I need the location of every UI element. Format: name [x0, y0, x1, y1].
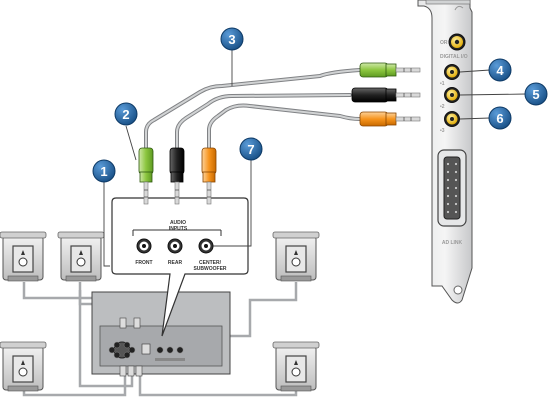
audio-input-jacks: AUDIO INPUTS FRONT REAR CENTER/ SUBWOOFE…	[132, 220, 227, 272]
center-subwoofer-label-line2: SUBWOOFER	[193, 266, 226, 272]
callout-number-2: 2	[122, 107, 129, 122]
callout-bubble-4: 4	[488, 58, 512, 82]
speaker-rear-right	[272, 341, 320, 392]
front-label: FRONT	[135, 260, 152, 266]
rear-jack	[167, 238, 183, 254]
callout-number-3: 3	[228, 32, 235, 47]
callout-bubble-7: 7	[239, 137, 263, 161]
callout-bubble-6: 6	[488, 106, 512, 130]
speaker-center-subwoofer	[57, 231, 105, 282]
rear-label: REAR	[168, 260, 183, 266]
number-leaders	[125, 50, 527, 161]
port-label-1: •1	[440, 81, 445, 87]
leader-lines	[103, 160, 252, 267]
ad-link-connector	[437, 149, 467, 227]
callout-number-1: 1	[100, 164, 107, 179]
audio-inputs-title-line2: INPUTS	[169, 226, 188, 232]
speaker-rear-left	[0, 341, 47, 392]
green-plug-card	[359, 62, 421, 78]
audio-inputs-callout	[111, 197, 249, 337]
line-out-jack-2	[444, 87, 460, 103]
front-jack	[136, 238, 152, 254]
callout-number-6: 6	[496, 111, 503, 126]
black-plug-card	[351, 87, 421, 103]
port-label-2: •2	[440, 104, 445, 110]
card-label-digital: DIGITAL I/O	[440, 54, 468, 60]
center-subwoofer-jack	[198, 238, 214, 254]
speaker-system-panel	[91, 291, 231, 377]
callout-bubble-1: 1	[92, 159, 116, 183]
speaker-front-right	[272, 231, 320, 282]
card-label-or: OR	[440, 40, 448, 46]
audio-inputs-title-line1: AUDIO	[170, 220, 186, 226]
line-out-jack-3	[444, 111, 460, 127]
port-label-3: •3	[440, 128, 445, 134]
line-out-jack-1	[444, 64, 460, 80]
callout-bubble-3: 3	[220, 27, 244, 51]
digital-io-jack	[448, 33, 466, 51]
callout-bubble-2: 2	[114, 102, 138, 126]
orange-plug-speaker	[201, 147, 217, 205]
audio-cable-bundle	[144, 68, 362, 150]
orange-plug-card	[359, 111, 421, 127]
callout-number-4: 4	[496, 63, 504, 78]
callout-bubble-5: 5	[524, 82, 548, 106]
card-label-ad-link: AD LINK	[442, 240, 463, 246]
green-plug-speaker	[138, 147, 154, 205]
callout-number-5: 5	[532, 87, 539, 102]
center-subwoofer-label-line1: CENTER/	[199, 260, 222, 266]
sound-card-bracket: OR DIGITAL I/O •1 •2 •3	[417, 0, 473, 304]
callout-number-7: 7	[247, 142, 254, 157]
black-plug-speaker	[169, 147, 185, 205]
speaker-front-left	[0, 231, 47, 282]
